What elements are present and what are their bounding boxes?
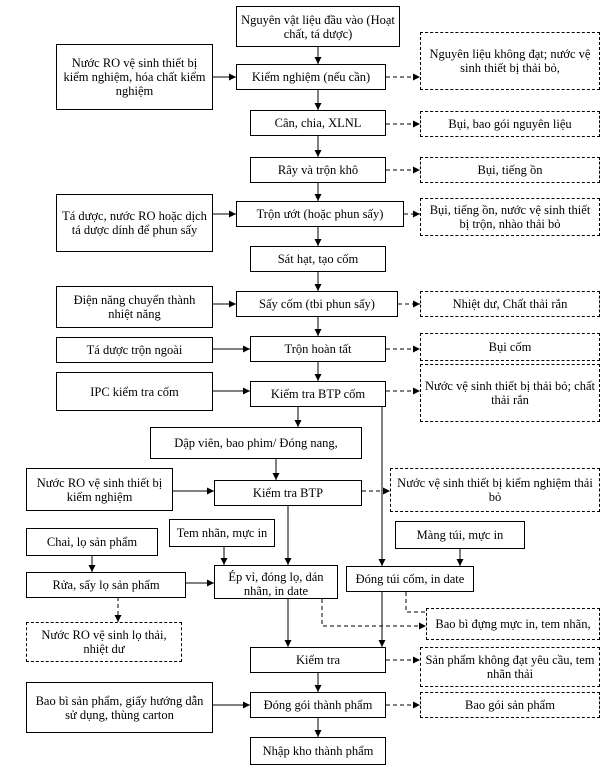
input-film-ink: Màng túi, mực in	[395, 521, 525, 549]
output-product-pack: Bao gói sản phẩm	[420, 692, 600, 718]
node-pack: Đóng gói thành phẩm	[250, 692, 386, 718]
node-granulate: Sát hạt, tạo cốm	[250, 246, 386, 272]
node-weigh: Cân, chia, XLNL	[250, 110, 386, 136]
input-ro-test: Nước RO vệ sinh thiết bị kiểm nghiệm, hó…	[56, 44, 213, 110]
output-pack-waste: Bao bì đựng mực in, tem nhãn,	[426, 608, 600, 640]
output-lab-water: Nước vệ sinh thiết bị kiểm nghiệm thải b…	[390, 468, 600, 512]
input-ro-test2: Nước RO vệ sinh thiết bị kiểm nghiệm	[26, 468, 173, 511]
output-dust-bag: Bụi, bao gói nguyên liệu	[420, 111, 600, 137]
node-final-mix: Trộn hoàn tất	[250, 336, 386, 362]
node-test: Kiểm nghiệm (nếu cần)	[236, 64, 386, 90]
input-ipc: IPC kiểm tra cốm	[56, 372, 213, 411]
node-check-btp-granule: Kiểm tra BTP cốm	[250, 381, 386, 407]
arrow-out-pack-waste-blister	[321, 599, 426, 630]
input-packaging: Bao bì sản phẩm, giấy hướng dẫn sử dụng,…	[26, 682, 213, 733]
node-press: Dập viên, bao phim/ Đóng nang,	[150, 427, 362, 459]
node-input-materials: Nguyên vật liệu đầu vào (Hoạt chất, tá d…	[236, 6, 400, 47]
output-reject-material: Nguyên liệu không đạt; nước vệ sinh thiế…	[420, 32, 600, 90]
input-label-ink: Tem nhãn, mực in	[169, 519, 275, 547]
input-power: Điện năng chuyển thành nhiệt năng	[56, 286, 213, 328]
arrow-out-pack-waste-sachet	[405, 592, 426, 613]
node-store: Nhập kho thành phẩm	[250, 737, 386, 765]
output-dust-noise-water: Bụi, tiếng ồn, nước vệ sinh thiết bị trộ…	[420, 198, 600, 236]
node-check-btp: Kiểm tra BTP	[214, 480, 362, 506]
node-wet-mix: Trộn ướt (hoặc phun sấy)	[236, 201, 404, 227]
node-sachet: Đóng túi cốm, in date	[346, 566, 474, 592]
output-heat-solid: Nhiệt dư, Chất thải rắn	[420, 291, 600, 317]
output-dust-granule: Bụi cốm	[420, 333, 600, 361]
node-blister: Ép vỉ, đóng lọ, dán nhãn, in date	[214, 565, 338, 599]
input-outer-excipient: Tá dược trộn ngoài	[56, 337, 213, 363]
node-dry: Sấy cốm (tbi phun sấy)	[236, 291, 398, 317]
output-bottle-water: Nước RO vệ sinh lọ thải, nhiệt dư	[26, 622, 182, 662]
node-inspect: Kiểm tra	[250, 647, 386, 673]
output-wash-water-solid: Nước vệ sinh thiết bị thải bỏ; chất thải…	[420, 364, 600, 422]
node-wash-bottle: Rửa, sấy lọ sản phẩm	[26, 572, 186, 598]
output-reject-product: Sản phẩm không đạt yêu cầu, tem nhãn thả…	[420, 647, 600, 687]
output-dust-noise: Bụi, tiếng ồn	[420, 157, 600, 183]
input-binder: Tá dược, nước RO hoặc dịch tá dược dính …	[56, 194, 213, 252]
node-sieve: Rây và trộn khô	[250, 157, 386, 183]
input-bottles: Chai, lọ sản phẩm	[26, 528, 158, 556]
